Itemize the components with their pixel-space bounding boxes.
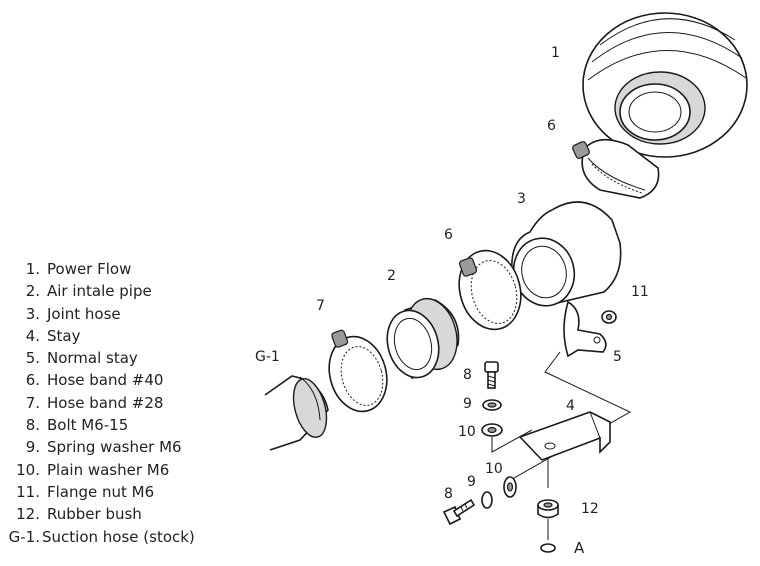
legend-item: 12. Rubber bush: [0, 503, 240, 525]
callout-8: 8: [444, 486, 453, 502]
power-flow-filter: [582, 12, 748, 158]
legend-label: Normal stay: [47, 349, 138, 368]
legend-label: Joint hose: [47, 304, 121, 323]
callout-6: 6: [444, 227, 453, 243]
callout-7: 7: [316, 298, 325, 314]
legend-item: 10. Plain washer M6: [0, 459, 240, 481]
legend-number: 9.: [25, 438, 40, 457]
legend-label: Rubber bush: [47, 505, 142, 524]
legend-item: 9. Spring washer M6: [0, 436, 240, 458]
legend-label: Spring washer M6: [47, 438, 182, 457]
legend-item: 3. Joint hose: [0, 303, 240, 325]
bolt-lower: [442, 498, 476, 526]
legend-number: 3.: [25, 304, 40, 323]
legend-number: 2.: [25, 282, 40, 301]
legend-item: 2. Air intale pipe: [0, 280, 240, 302]
callout-a: A: [574, 539, 585, 557]
callout-10: 10: [485, 461, 503, 477]
legend-label: Flange nut M6: [47, 482, 155, 501]
parts-legend: 1. Power Flow 2. Air intale pipe 3. Joint h…: [0, 258, 240, 548]
legend-number: 8.: [25, 416, 40, 435]
assembly-guide-line-2: [491, 429, 533, 453]
callout-9: 9: [467, 474, 476, 490]
spring-washer-lower: [481, 491, 493, 509]
suction-hose: [264, 375, 329, 451]
legend-item: 7. Hose band #28: [0, 392, 240, 414]
legend-number: 10.: [16, 460, 40, 479]
callout-4: 4: [566, 398, 575, 414]
legend-item: 1. Power Flow: [0, 258, 240, 280]
callout-11: 11: [631, 284, 649, 300]
callout-g1: G-1: [255, 349, 280, 365]
legend-label: Hose band #28: [47, 393, 164, 412]
legend-item: 6. Hose band #40: [0, 369, 240, 391]
legend-item: G-1.Suction hose (stock): [0, 526, 240, 548]
legend-item: 5. Normal stay: [0, 347, 240, 369]
legend-number: 12.: [16, 505, 40, 524]
legend-number: 5.: [25, 349, 40, 368]
normal-stay: [563, 300, 607, 358]
legend-label: Air intale pipe: [47, 282, 152, 301]
legend-label: Power Flow: [47, 260, 132, 278]
legend-label: Suction hose (stock): [42, 527, 195, 546]
hose-band-40-upper: [572, 138, 660, 199]
stay-bracket: [518, 411, 611, 461]
legend-label: Stay: [47, 326, 81, 345]
legend-number: G-1.: [8, 527, 40, 546]
hose-band-28: [328, 329, 388, 413]
callout-5: 5: [613, 349, 622, 365]
legend-number: 7.: [25, 393, 40, 412]
flange-nut: [601, 310, 617, 324]
air-intake-pipe: [386, 297, 460, 380]
hose-band-40-middle: [458, 249, 522, 331]
legend-number: 1.: [25, 260, 40, 278]
callout-3: 3: [517, 191, 526, 207]
callout-12: 12: [581, 501, 599, 517]
legend-number: 6.: [25, 371, 40, 390]
rubber-bush: [537, 499, 559, 519]
callout-9: 9: [463, 396, 472, 412]
callout-8: 8: [463, 367, 472, 383]
joint-hose: [511, 201, 622, 307]
legend-item: 8. Bolt M6-15: [0, 414, 240, 436]
legend-number: 4.: [25, 326, 40, 345]
legend-item: 4. Stay: [0, 325, 240, 347]
legend-number: 11.: [16, 482, 40, 501]
mounting-hole-a: [540, 543, 556, 553]
assembly-guide-line: [506, 351, 632, 483]
callout-10: 10: [458, 424, 476, 440]
callout-2: 2: [387, 268, 396, 284]
legend-item: 11. Flange nut M6: [0, 481, 240, 503]
legend-label: Hose band #40: [47, 371, 164, 390]
legend-label: Plain washer M6: [47, 460, 170, 479]
bolt-upper: [484, 361, 499, 389]
callout-6: 6: [547, 118, 556, 134]
legend-label: Bolt M6-15: [47, 416, 129, 435]
callout-1: 1: [551, 45, 560, 61]
